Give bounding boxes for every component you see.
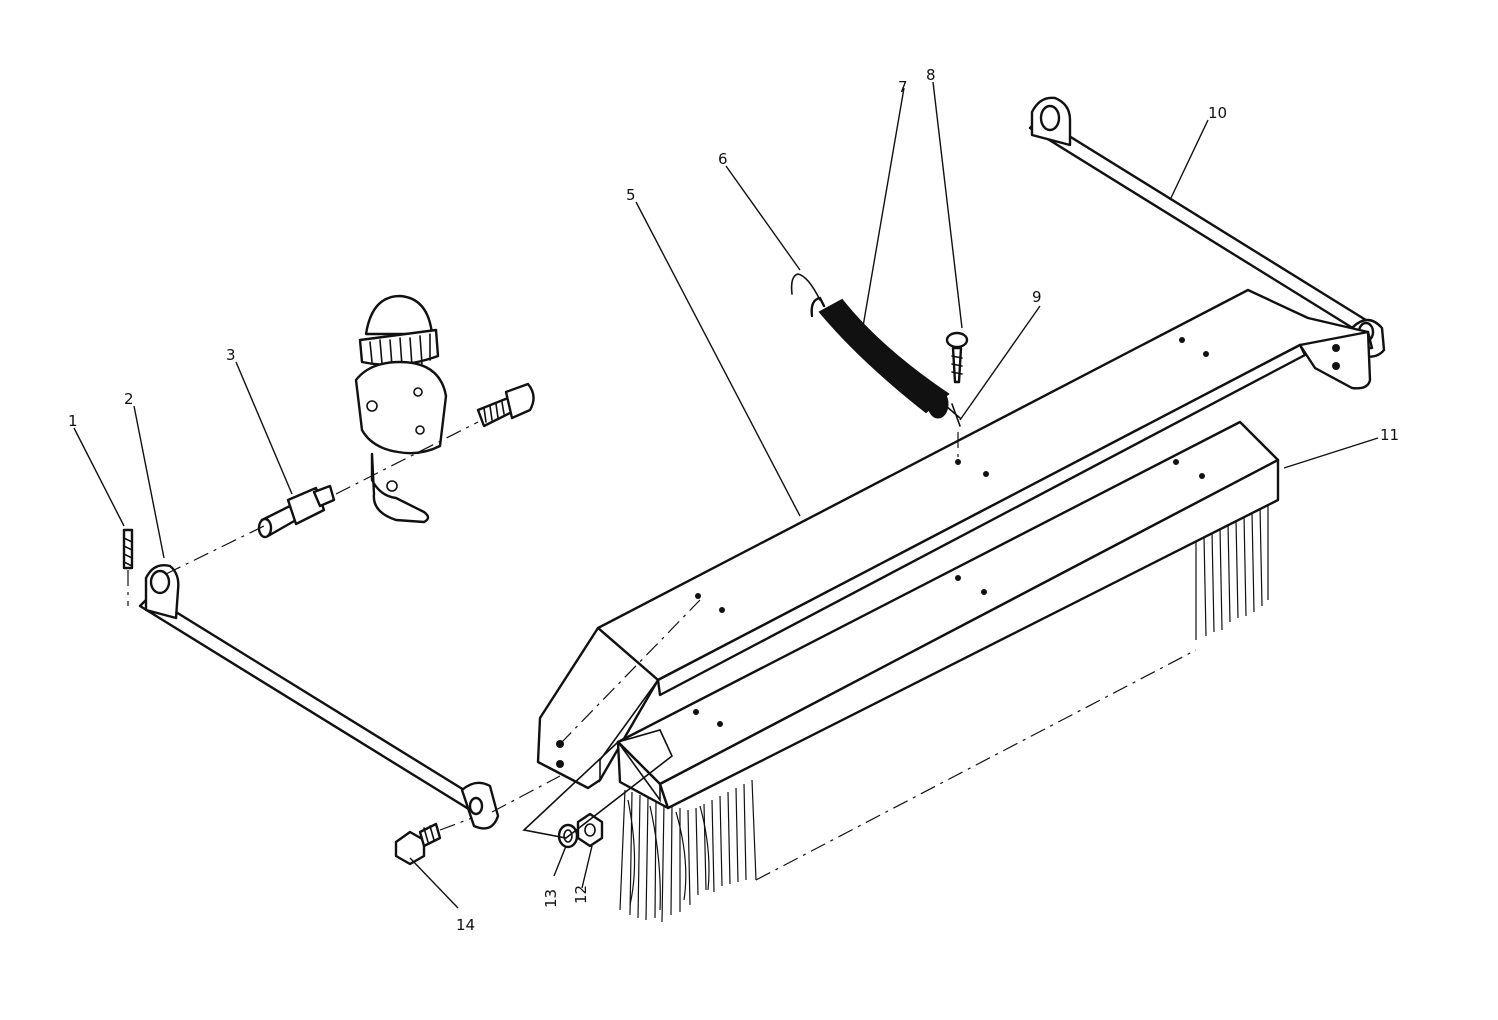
spray-valve-body [354,294,535,524]
mounting-screw [945,331,969,384]
leader-lines [73,81,1379,909]
callout-6: 6 [718,150,728,168]
callout-labels: 1 2 3 5 6 7 8 9 10 11 12 13 14 [68,66,1399,934]
callout-12: 12 [572,885,590,904]
callout-10: 10 [1208,104,1227,122]
left-link-rod [138,564,500,830]
pivot-stud [257,484,336,539]
callout-9: 9 [1032,288,1042,306]
brush-holder-frame [536,288,1374,790]
callout-14: 14 [456,916,475,934]
alignment-lines [127,421,959,839]
callout-8: 8 [926,66,936,84]
callout-13: 13 [542,889,560,908]
roll-pin [122,528,134,570]
callout-1: 1 [68,412,78,430]
cap-screw [394,822,442,866]
callout-7: 7 [898,78,908,96]
callout-2: 2 [124,390,134,408]
callout-3: 3 [226,346,236,364]
callout-11: 11 [1380,426,1399,444]
spring-assembly [790,273,961,427]
callout-5: 5 [626,186,636,204]
brush-block [616,420,1280,923]
